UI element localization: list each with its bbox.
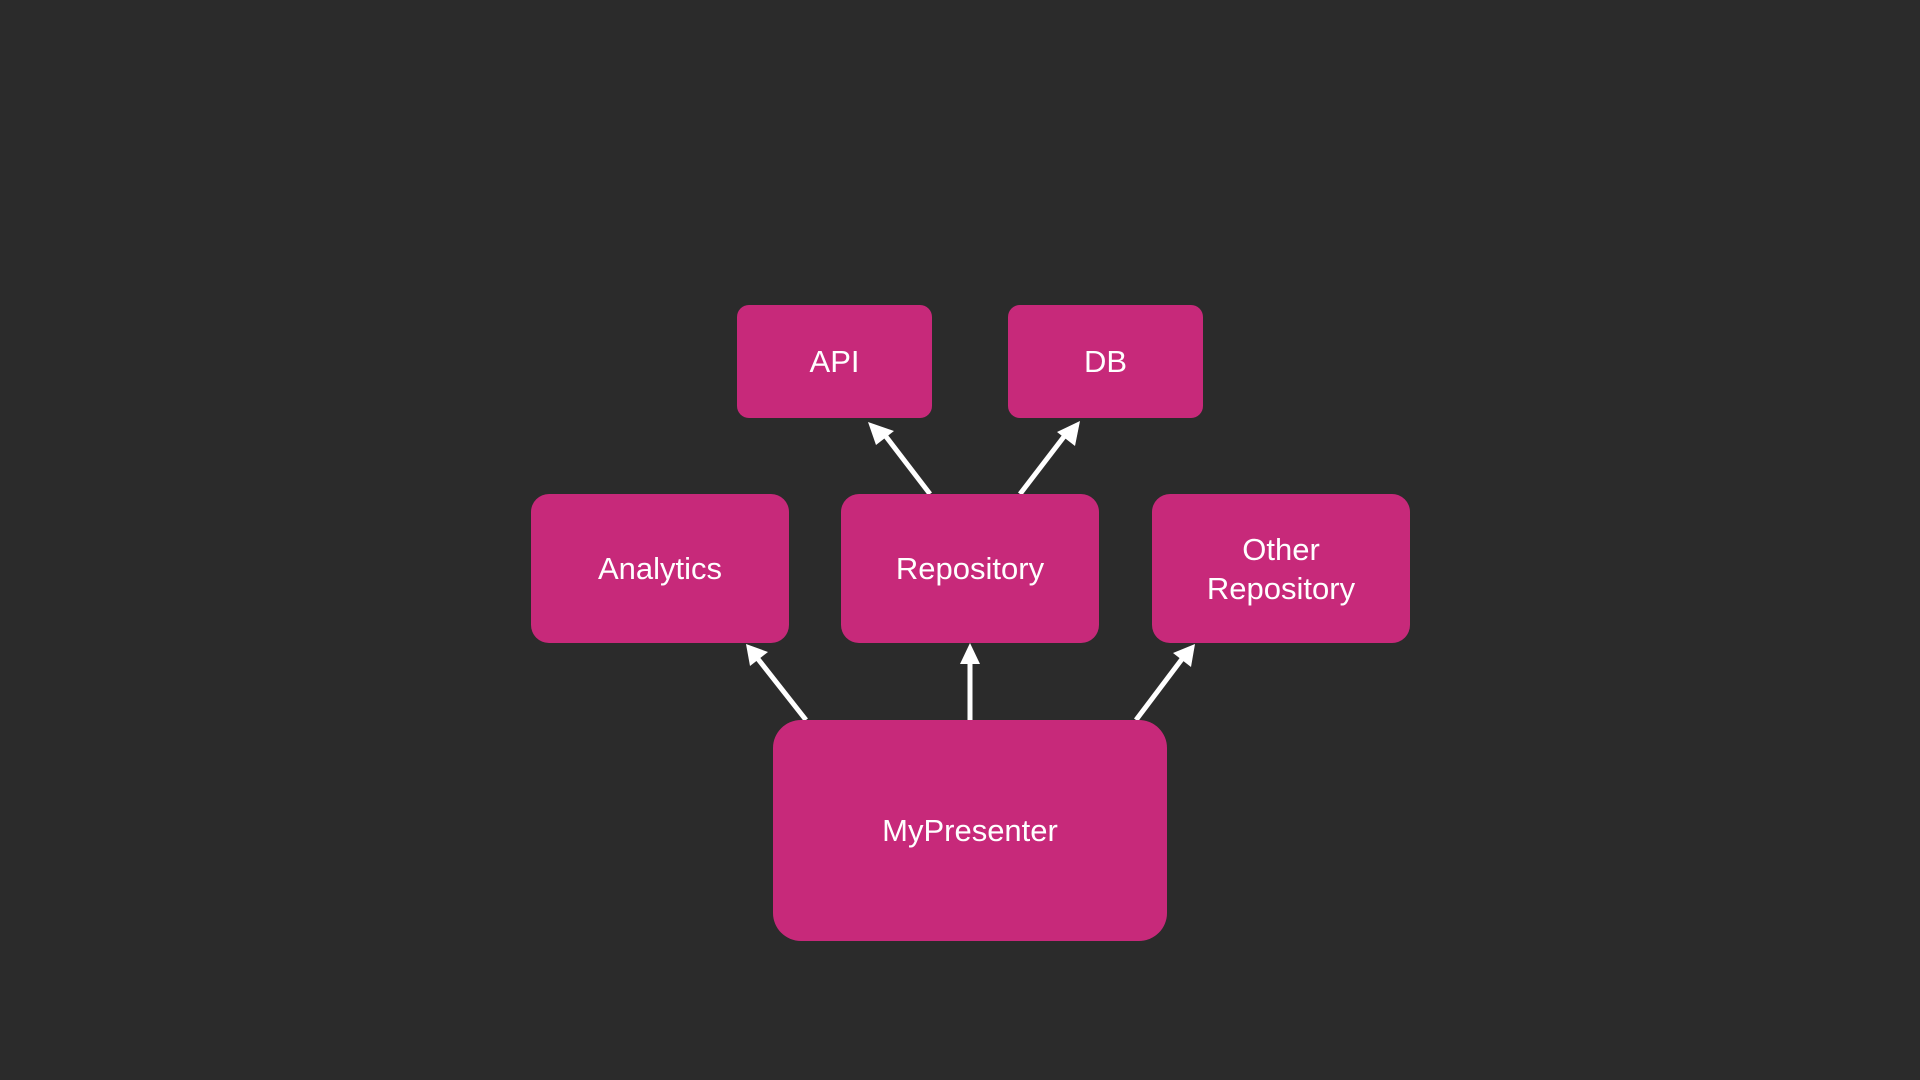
arrow-mypresenter-to-other-repository <box>1134 644 1195 722</box>
node-mypresenter-label: MyPresenter <box>882 813 1058 848</box>
arrow-repository-to-db <box>1018 421 1080 496</box>
node-repository-label: Repository <box>895 551 1045 586</box>
node-db-label: DB <box>1083 344 1128 379</box>
node-other-repository-label: Other Repository <box>1206 531 1356 606</box>
arrow-mypresenter-to-analytics <box>746 644 808 722</box>
arrow-mypresenter-to-repository <box>960 643 980 720</box>
node-analytics-label: Analytics <box>597 551 723 586</box>
node-repository: Repository <box>841 494 1099 643</box>
node-mypresenter: MyPresenter <box>773 720 1167 941</box>
node-analytics: Analytics <box>531 494 789 643</box>
node-api: API <box>737 305 932 418</box>
node-other-repository: Other Repository <box>1152 494 1410 643</box>
node-api-label: API <box>809 344 860 379</box>
node-db: DB <box>1008 305 1203 418</box>
arrow-repository-to-api <box>868 422 932 496</box>
